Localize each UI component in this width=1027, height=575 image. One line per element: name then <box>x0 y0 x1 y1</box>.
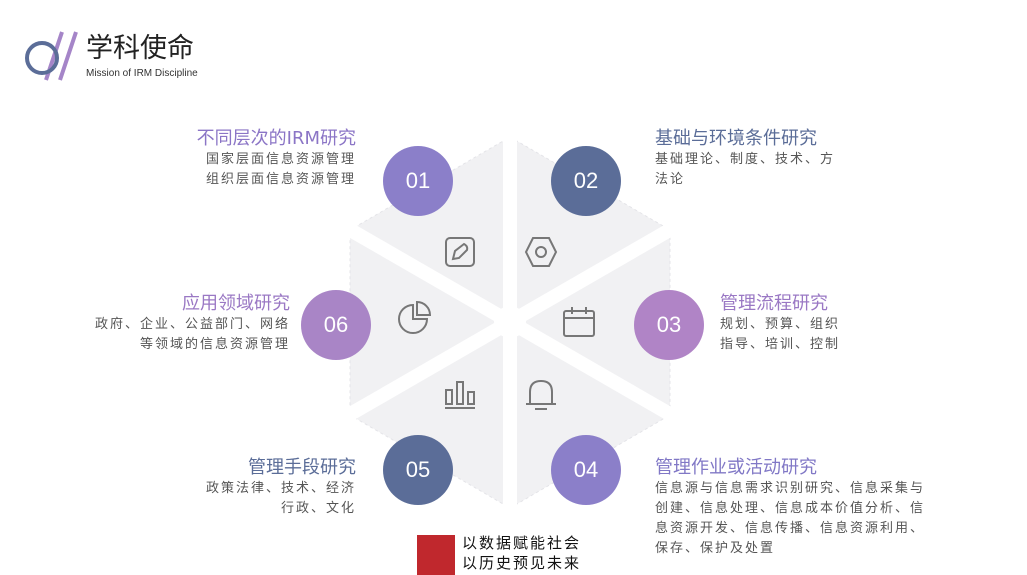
item-03-text: 管理流程研究 规划、预算、组织 指导、培训、控制 <box>720 293 840 355</box>
item-title: 基础与环境条件研究 <box>655 128 817 149</box>
item-05-text: 管理手段研究 政策法律、技术、经济 行政、文化 <box>206 457 356 519</box>
item-01-text: 不同层次的IRM研究 国家层面信息资源管理 组织层面信息资源管理 <box>197 128 356 190</box>
item-06-text: 应用领域研究 政府、企业、公益部门、网络 等领域的信息资源管理 <box>95 293 290 355</box>
step-04-badge: 04 <box>551 435 621 505</box>
item-title: 管理流程研究 <box>720 293 828 314</box>
item-line: 规划、预算、组织 <box>720 317 841 332</box>
bar-chart-icon <box>445 381 475 409</box>
item-line: 政策法律、技术、经济 <box>205 481 356 496</box>
item-line: 创建、信息处理、信息成本价值分析、信 <box>655 501 926 516</box>
item-line: 等领域的信息资源管理 <box>139 337 290 352</box>
pie-chart-icon <box>398 300 432 334</box>
step-02-badge: 02 <box>551 146 621 216</box>
item-line: 国家层面信息资源管理 <box>205 152 356 167</box>
item-line: 基础理论、制度、技术、方 <box>655 152 836 167</box>
calendar-icon <box>563 307 595 337</box>
footer-slogan-1: 以数据赋能社会 <box>462 534 582 552</box>
item-04-text: 管理作业或活动研究 信息源与信息需求识别研究、信息采集与 创建、信息处理、信息成… <box>655 457 925 559</box>
step-03-badge: 03 <box>634 290 704 360</box>
item-line: 行政、文化 <box>280 501 356 516</box>
hexagon-nut-icon <box>524 237 558 267</box>
item-line: 保存、保护及处置 <box>655 541 776 556</box>
item-line: 息资源开发、信息传播、信息资源利用、 <box>655 521 926 536</box>
bell-icon <box>526 379 556 410</box>
item-title: 管理作业或活动研究 <box>655 457 817 478</box>
item-line: 法论 <box>655 172 686 187</box>
item-line: 信息源与信息需求识别研究、信息采集与 <box>655 481 926 496</box>
item-title: 应用领域研究 <box>182 293 290 314</box>
step-05-badge: 05 <box>383 435 453 505</box>
step-01-badge: 01 <box>383 146 453 216</box>
footer-logo <box>417 535 455 575</box>
step-06-badge: 06 <box>301 290 371 360</box>
item-line: 政府、企业、公益部门、网络 <box>94 317 290 332</box>
item-02-text: 基础与环境条件研究 基础理论、制度、技术、方 法论 <box>655 128 835 190</box>
item-title: 不同层次的IRM研究 <box>196 128 356 149</box>
item-line: 指导、培训、控制 <box>720 337 841 352</box>
header-logo <box>20 28 80 92</box>
footer-slogan-2: 以历史预见未来 <box>462 554 582 572</box>
item-line: 组织层面信息资源管理 <box>205 172 356 187</box>
page-subtitle: Mission of IRM Discipline <box>86 68 198 79</box>
logo-icon <box>25 31 78 81</box>
page-title: 学科使命 <box>86 33 194 64</box>
item-title: 管理手段研究 <box>248 457 356 478</box>
edit-icon <box>445 237 475 267</box>
